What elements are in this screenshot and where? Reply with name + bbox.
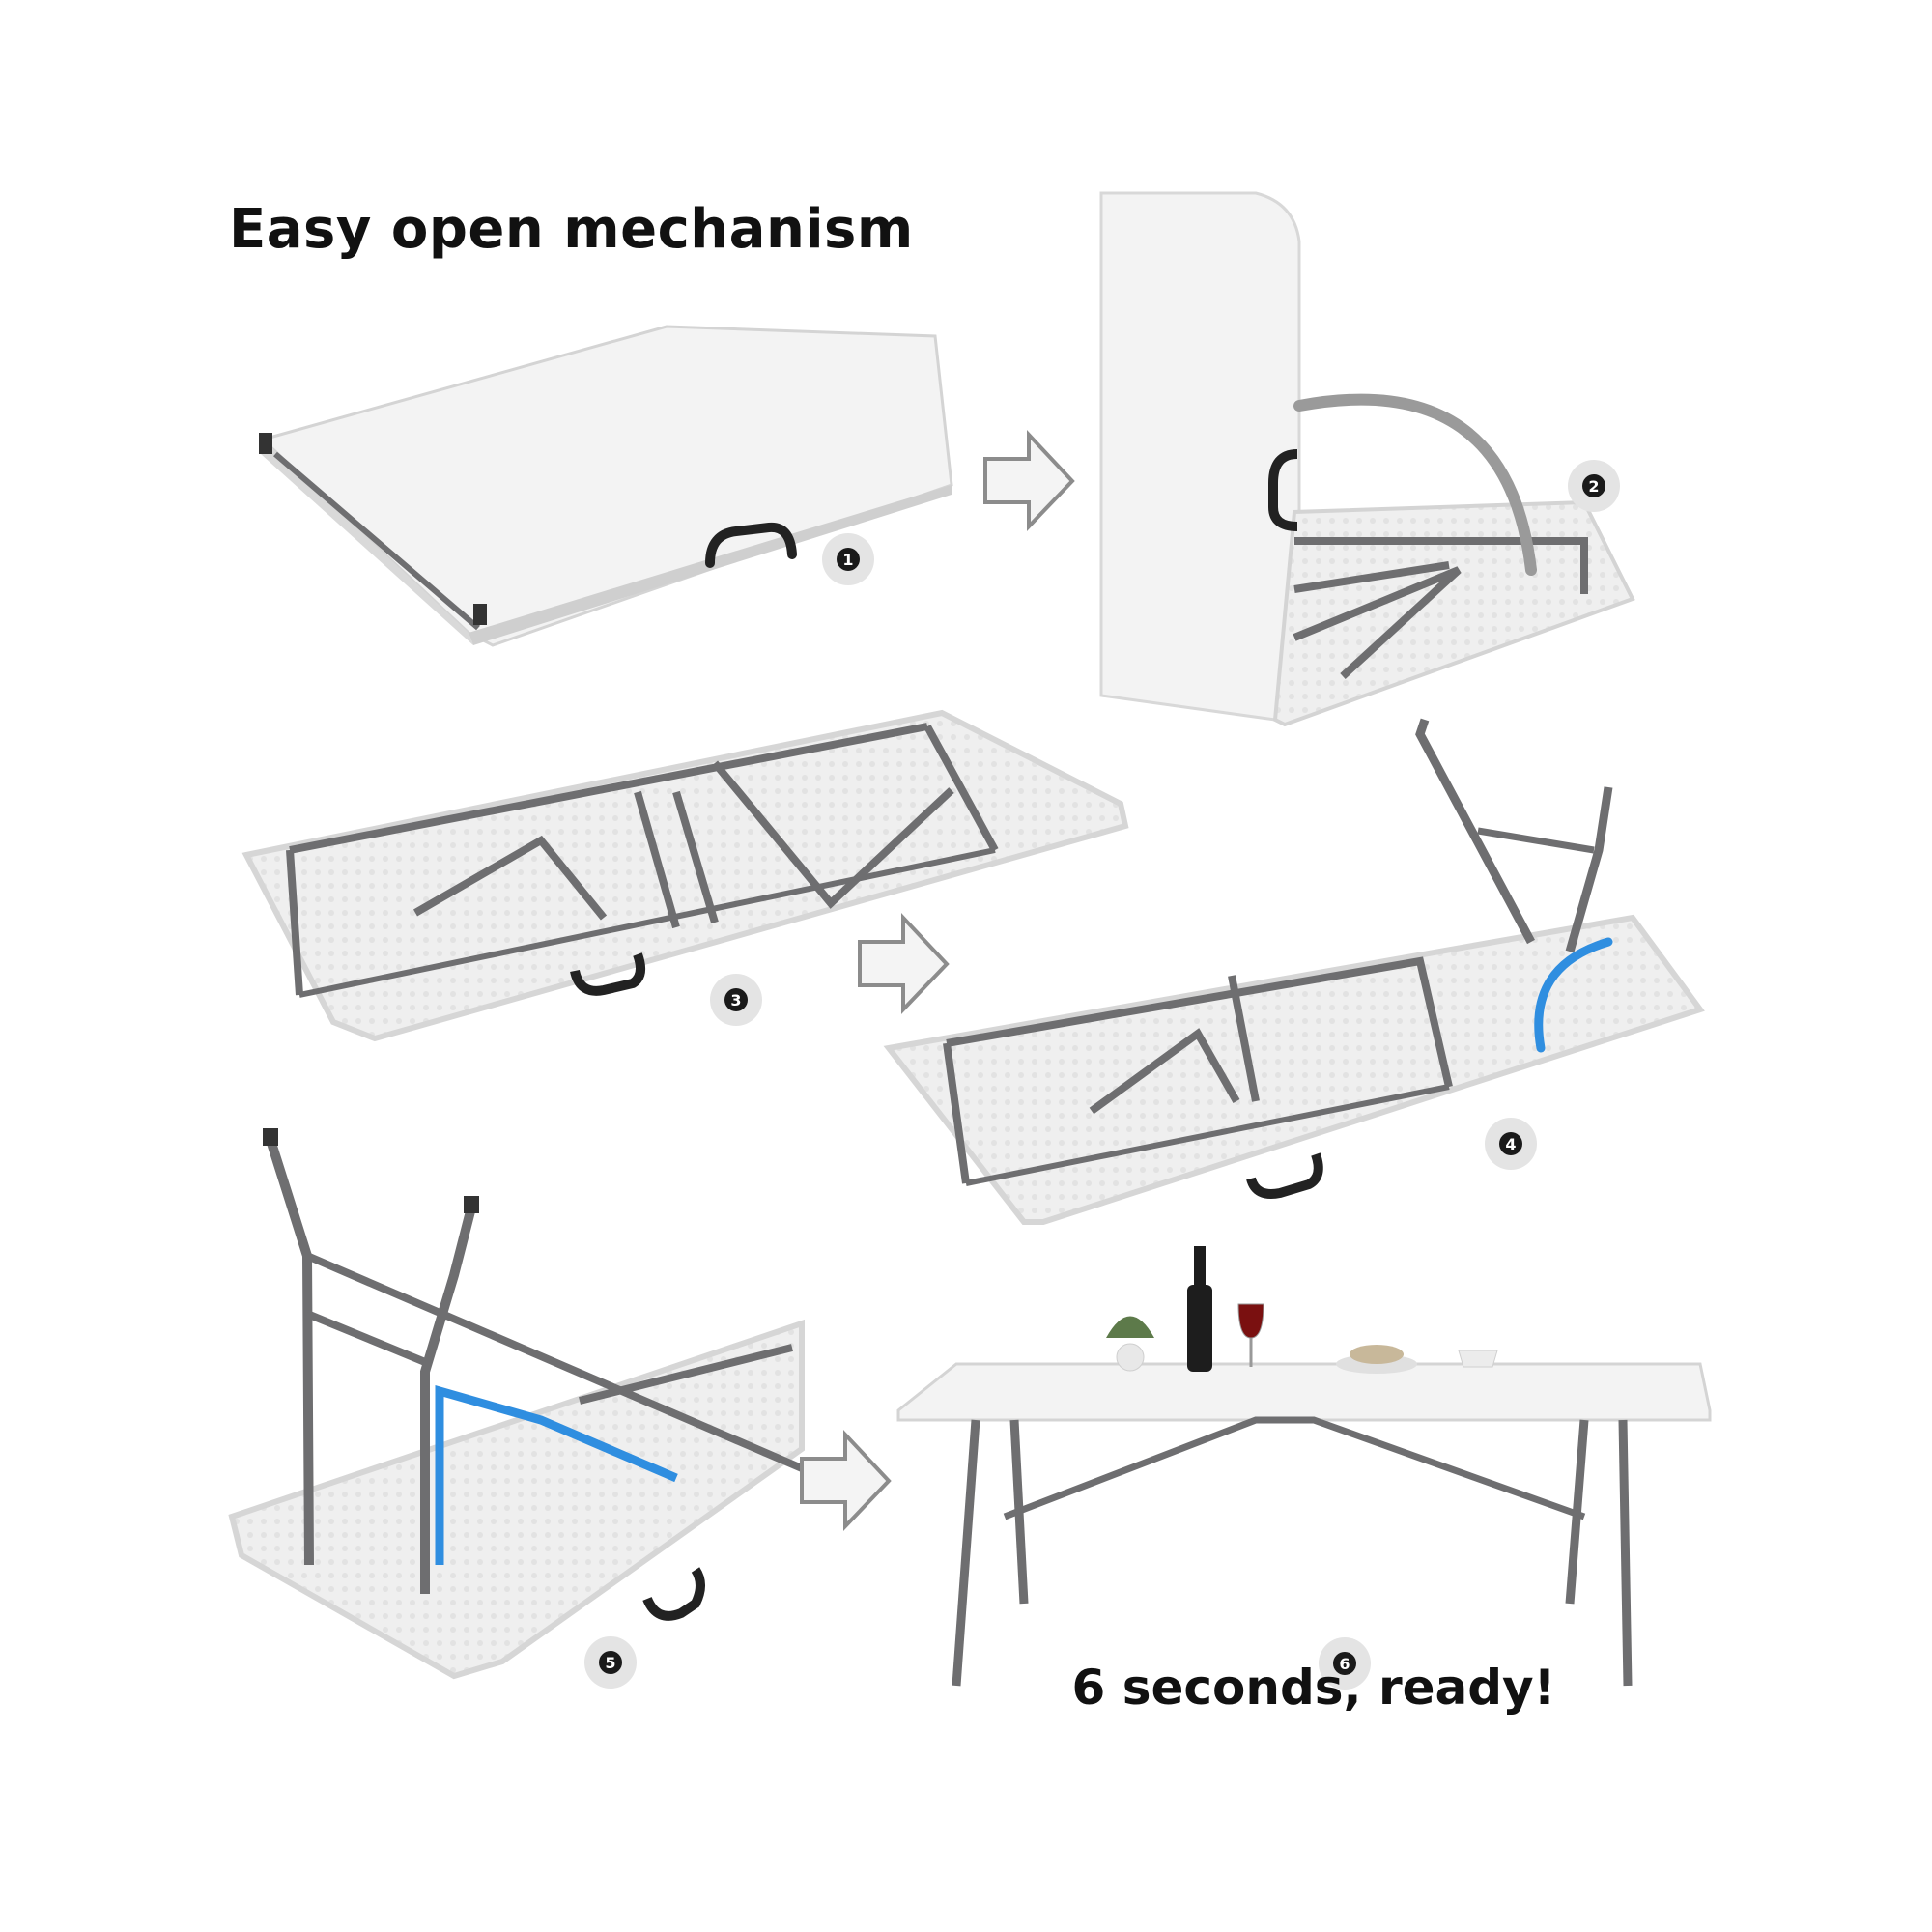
coffee-cup-icon: [1458, 1350, 1498, 1368]
step-3-open-table-face-down: [242, 709, 1129, 1042]
wine-bottle-icon: [1187, 1285, 1212, 1372]
ready-caption: 6 seconds, ready!: [1071, 1660, 1556, 1716]
arrow-icon: [983, 429, 1075, 531]
step-badge-1: 1: [822, 533, 874, 585]
arrow-icon: [858, 912, 950, 1014]
step-badge-6: 6: [1319, 1637, 1371, 1690]
handle-icon: [1268, 449, 1298, 531]
step-badge-3: 3: [710, 974, 762, 1026]
plant-pot-icon: [1116, 1343, 1145, 1372]
step-6-finished-table: [896, 1246, 1712, 1687]
step-1-folded-table: [259, 325, 953, 647]
step-badge-4: 4: [1485, 1118, 1537, 1170]
arrow-icon: [800, 1429, 892, 1531]
step-4-legs-unfolding: [883, 718, 1705, 1225]
handle-icon: [570, 952, 646, 996]
step-5-legs-locked: [228, 1128, 805, 1680]
handle-icon: [705, 522, 797, 568]
handle-icon: [642, 1567, 705, 1621]
wine-glass-icon: [1237, 1303, 1264, 1339]
page-title: Easy open mechanism: [229, 198, 914, 261]
step-2-half-open-table: [1099, 191, 1635, 727]
step-badge-5: 5: [584, 1636, 637, 1689]
handle-icon: [1246, 1152, 1323, 1199]
step-badge-2: 2: [1568, 460, 1620, 512]
